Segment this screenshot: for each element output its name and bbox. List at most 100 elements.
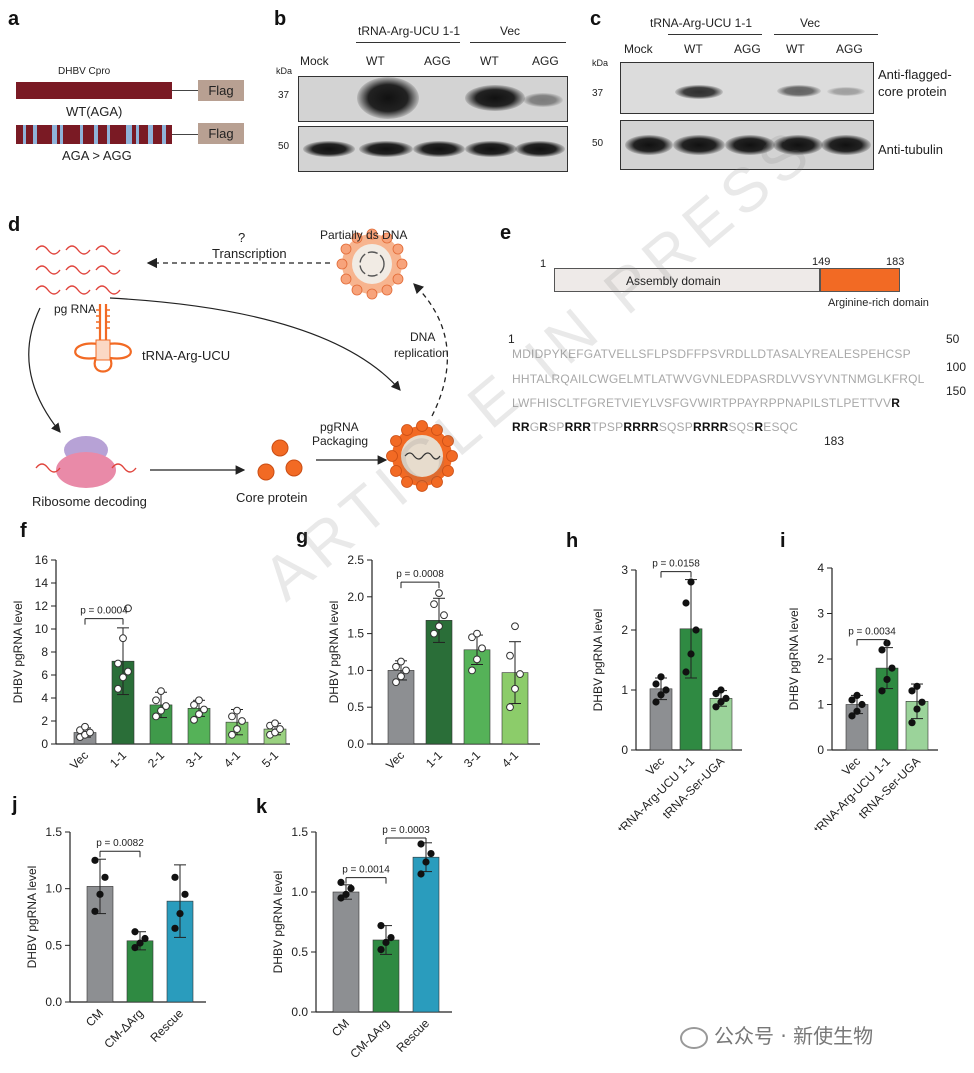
data-point [392,678,400,687]
b-group2: Vec [500,24,521,38]
e-seq-line3b: R [891,396,901,410]
bar [126,940,154,1003]
data-point [337,894,345,902]
data-point [687,650,695,658]
c-group2-line [774,34,878,35]
data-point [337,878,345,886]
e-seq4-seg: TPSP [591,420,624,434]
sig-label: p = 0.0034 [848,627,896,638]
wt-construct-bar [16,82,172,99]
d-transcription: Transcription [212,246,287,261]
b-band-wt1 [357,77,419,119]
c-blot-flag [620,62,874,114]
b-lane-wt1: WT [366,54,385,68]
data-point [114,684,122,693]
y-tick-label: 4 [817,561,824,575]
sig-label: p = 0.0008 [396,569,444,580]
c-anti-flag-line2: core protein [878,84,947,99]
e-seq4-seg: RRRR [623,420,659,434]
pgrna-squiggles [35,245,121,295]
b-blot-flag [298,76,568,122]
e-seq4-seg: SP [548,420,565,434]
c-group1: tRNA-Arg-UCU 1-1 [650,16,753,30]
d-pgrna-pack: pgRNA [320,420,359,434]
panel-label-i: i [780,530,786,552]
data-point [478,644,486,653]
data-point [652,698,660,706]
e-seq-line3: LWFHISCLTFGRETVIEYLVSFGVWIRTPPAYRPPNAPIL… [512,396,900,410]
core-protein-dots [257,439,303,481]
linker-line [172,90,198,91]
y-tick-label: 1.5 [45,825,62,839]
data-point [908,687,916,695]
data-point [124,604,132,613]
y-tick-label: 0 [817,743,824,757]
c-tub-2 [673,135,725,155]
c-tub-1 [625,135,673,155]
data-point [682,599,690,607]
panel-label-c: c [590,8,602,30]
e-seq-line1: MDIDPYKEFGATVELLSFLPSDFFPSVRDLLDTASALYRE… [512,347,911,361]
panel-label-e: e [500,222,512,244]
e-seq4-seg: ESQC [763,420,799,434]
c-anti-tubulin: Anti-tubulin [878,142,944,157]
x-tick-label: Vec [839,754,863,778]
b-blot-tubulin [298,126,568,172]
data-point [387,934,395,942]
arginine-domain-bar [820,268,900,292]
data-point [157,687,165,696]
data-point [91,907,99,915]
data-point [440,611,448,620]
data-point [506,651,514,660]
y-tick-label: 2.5 [347,553,364,567]
x-tick-label: 2-1 [145,748,167,770]
data-point [397,657,405,666]
data-point [136,939,144,947]
y-axis-label: DHBV pgRNA level [271,871,285,974]
e-seq-line3a: LWFHISCLTFGRETVIEYLVSFGVWIRTPPAYRPPNAPIL… [512,396,892,410]
data-point [430,629,438,638]
data-point [657,673,665,681]
y-tick-label: 2 [41,714,48,728]
d-question: ? [238,230,246,245]
b-band-agg2 [523,93,563,107]
x-tick-label: CM-ΔArg [101,1006,146,1051]
data-point [717,686,725,694]
e-183: 183 [886,256,905,268]
data-point [473,655,481,664]
c-kda: kDa [592,58,609,68]
data-point [228,730,236,739]
y-tick-label: 14 [35,576,49,590]
y-tick-label: 1.5 [291,825,308,839]
bar [463,649,491,745]
e-n100: 100 [946,360,967,374]
data-point [853,691,861,699]
data-point [190,701,198,709]
data-point [190,715,198,724]
d-packaging: Packaging [312,434,369,448]
x-tick-label: 1-1 [107,748,129,770]
data-point [468,666,476,675]
c-group2: Vec [800,16,821,30]
y-tick-label: 0.5 [347,700,364,714]
b-band-wt2 [465,85,525,111]
panel-label-j: j [12,794,18,816]
c-tub-4 [773,135,823,155]
data-point [200,705,208,714]
data-point [435,622,443,631]
data-point [377,946,385,954]
y-tick-label: 1.5 [347,627,364,641]
data-point [712,690,720,698]
assembly-domain-bar [554,268,820,292]
data-point [131,928,139,936]
flag-tag: Flag [198,80,244,101]
b-lane-agg2: AGG [532,54,559,68]
data-point [511,622,519,631]
b-marker-50: 50 [278,141,290,152]
data-point [913,705,921,713]
partial-ds-dna-capsid [336,228,408,300]
c-lane-agg2: AGG [836,42,863,56]
